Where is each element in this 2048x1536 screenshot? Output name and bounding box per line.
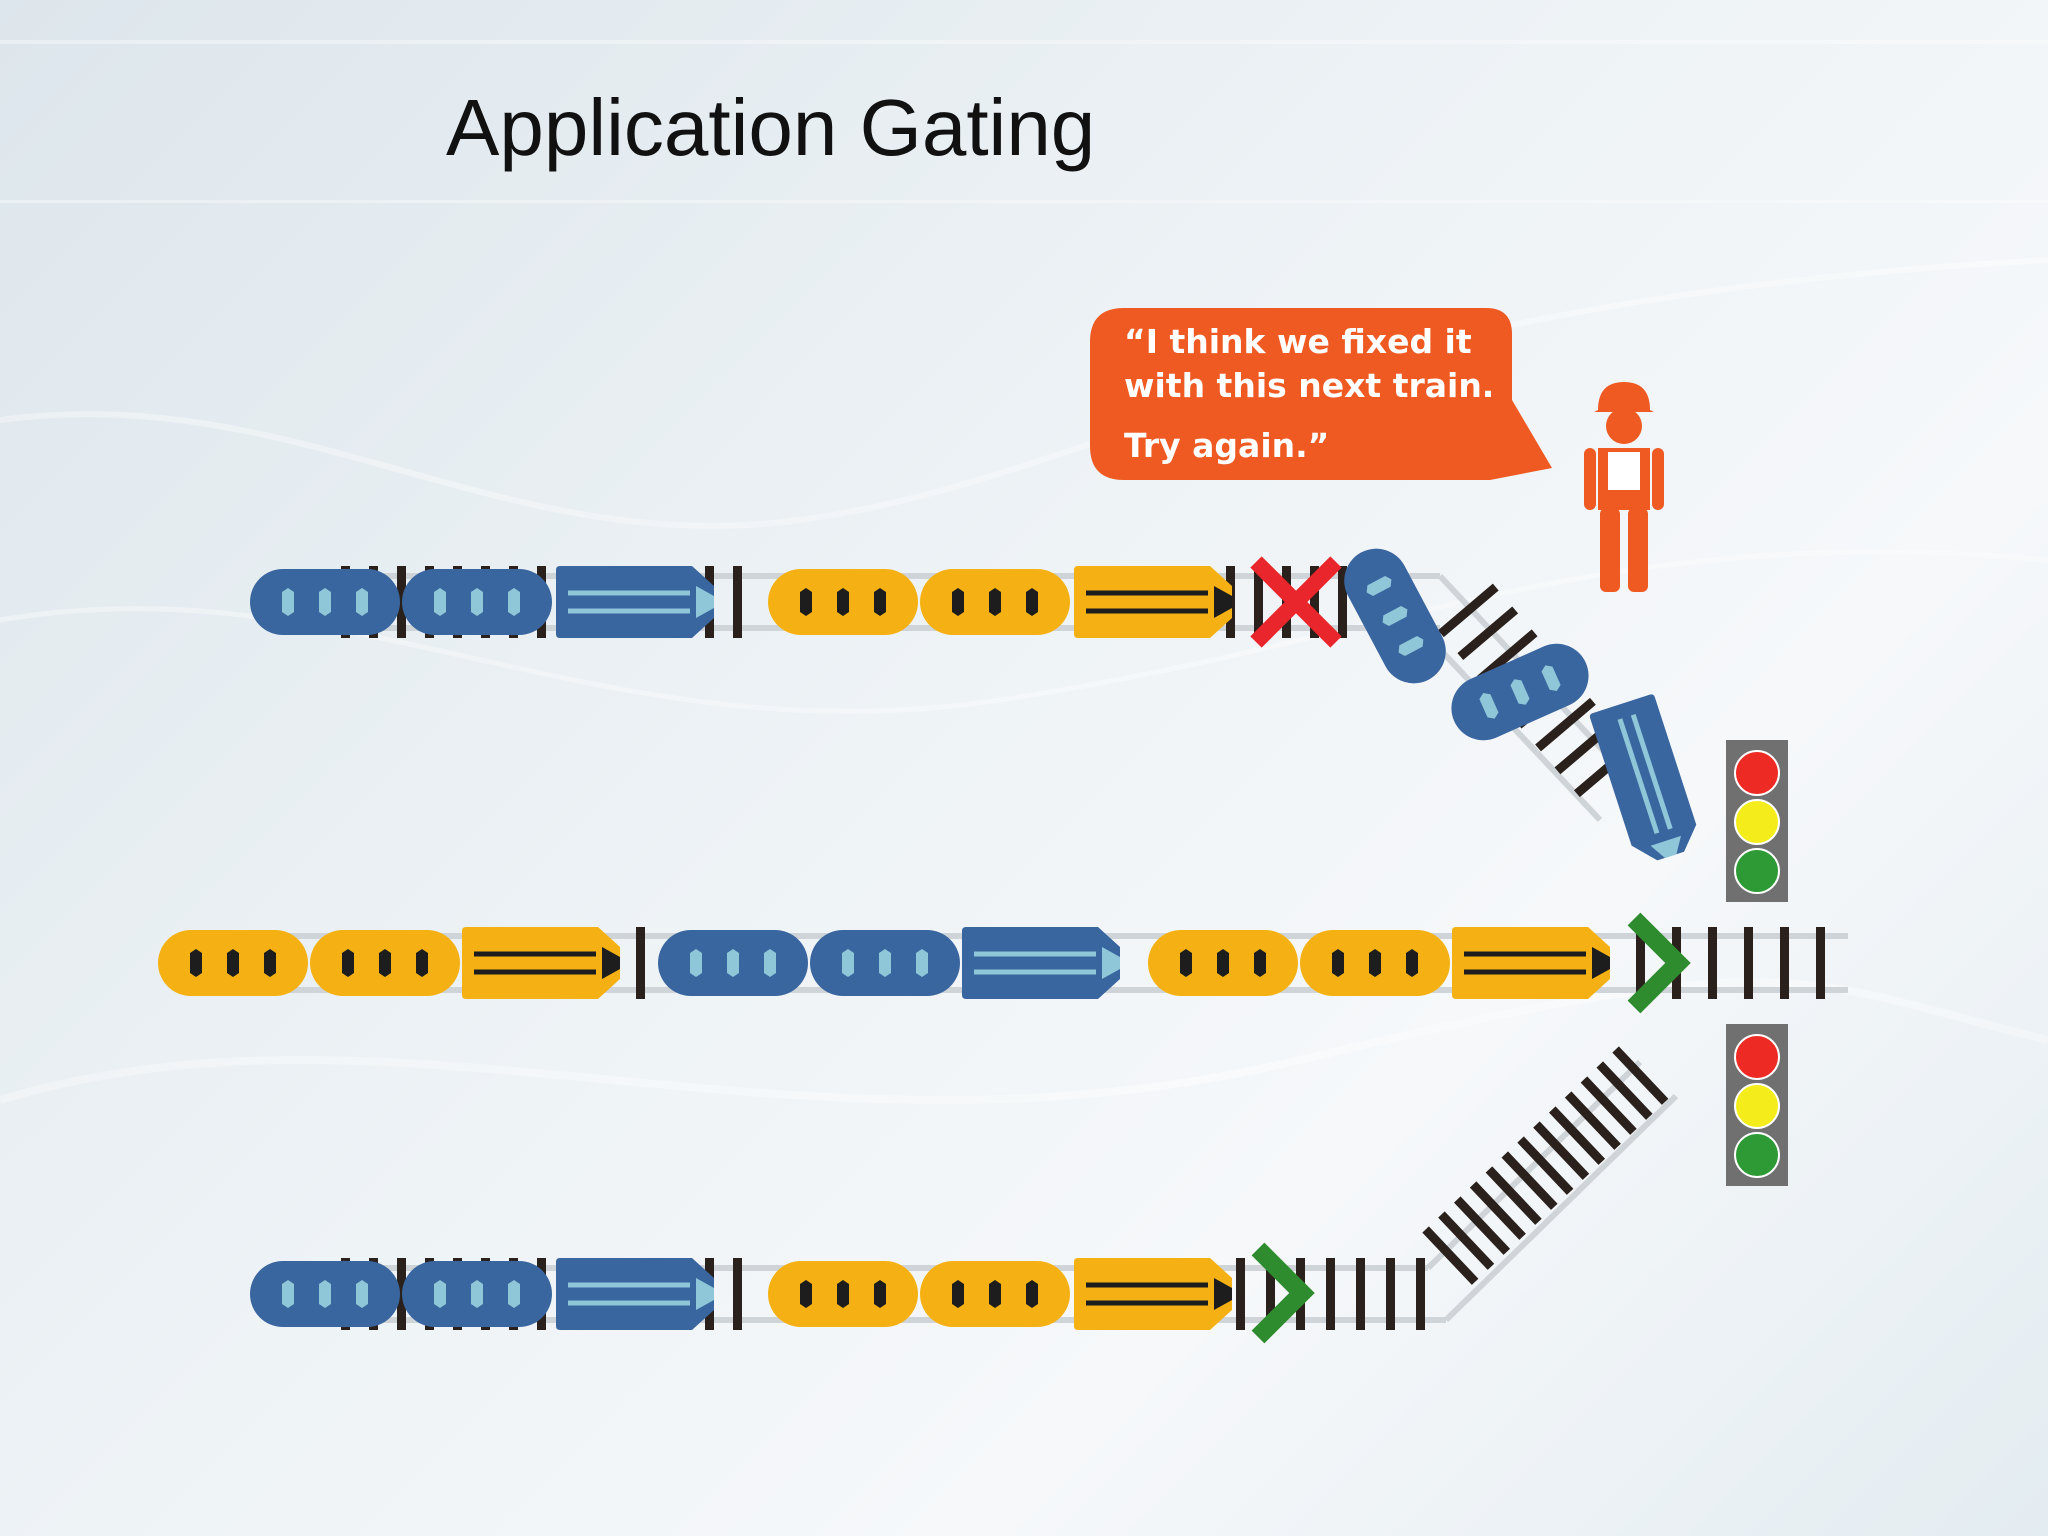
- red-x-icon: [1250, 556, 1342, 648]
- green-chevron-icon: [1251, 1242, 1315, 1344]
- speech-line-2: with this next train.: [1124, 366, 1495, 405]
- blue-car-0: [250, 1261, 400, 1327]
- derailed-cars: [1344, 548, 1697, 861]
- yellow-car-4: [920, 1261, 1070, 1327]
- speech-bubble: [1090, 308, 1552, 480]
- track-bottom: [330, 1046, 1679, 1330]
- yellow-car-3: [768, 569, 918, 635]
- derailed-engine: [1589, 694, 1697, 861]
- yellow-car-4: [920, 569, 1070, 635]
- green-chevron-icon: [1627, 912, 1691, 1014]
- blue-car-4: [810, 930, 960, 996]
- blue-car-0: [250, 569, 400, 635]
- yellow-car-1: [310, 930, 460, 996]
- blue-car-3: [658, 930, 808, 996]
- yellow-engine-2: [462, 927, 620, 999]
- yellow-car-6: [1148, 930, 1298, 996]
- blue-engine-2: [556, 566, 714, 638]
- traffic-light-icon: [1726, 1024, 1788, 1186]
- derailed-car-2: [1451, 643, 1589, 741]
- construction-worker-icon: [1584, 382, 1664, 592]
- speech-line-1: “I think we fixed it: [1124, 322, 1472, 361]
- page-title: Application Gating: [446, 83, 1096, 172]
- blue-car-1: [402, 1261, 552, 1327]
- traffic-light-icon: [1726, 740, 1788, 902]
- blue-engine-5: [962, 927, 1120, 999]
- yellow-car-0: [158, 930, 308, 996]
- yellow-engine-5: [1074, 566, 1232, 638]
- blue-engine-2: [556, 1258, 714, 1330]
- yellow-car-7: [1300, 930, 1450, 996]
- speech-bubble-text: “I think we fixed it with this next trai…: [1124, 320, 1524, 468]
- speech-line-3: Try again.”: [1124, 426, 1330, 465]
- yellow-engine-8: [1452, 927, 1610, 999]
- derailed-car-1: [1344, 548, 1446, 684]
- yellow-engine-5: [1074, 1258, 1232, 1330]
- yellow-car-3: [768, 1261, 918, 1327]
- blue-car-1: [402, 569, 552, 635]
